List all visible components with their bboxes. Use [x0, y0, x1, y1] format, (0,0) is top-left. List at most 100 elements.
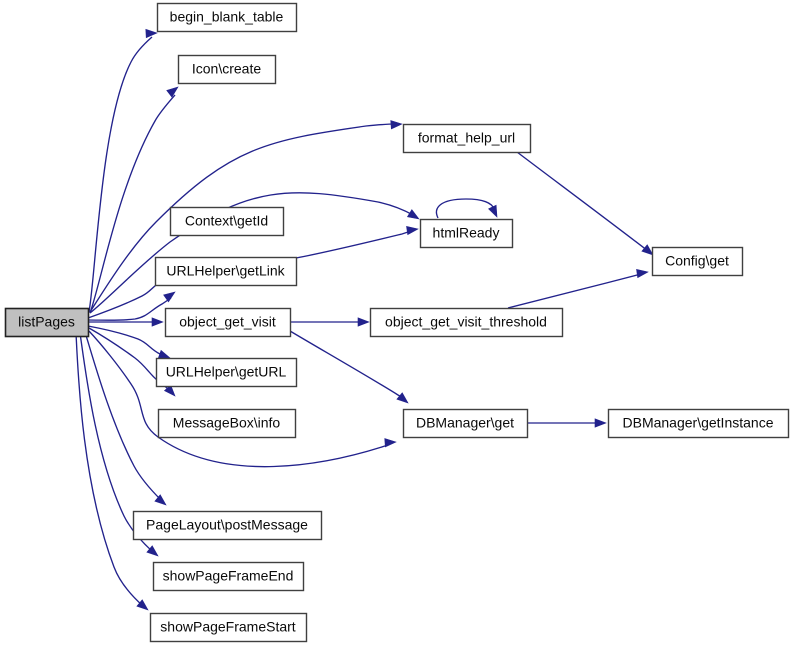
node-box[interactable] [369, 307, 564, 338]
edge-listPages-to-DBManager_get [88, 330, 397, 468]
arrow-head-icon [406, 226, 419, 236]
node-label: URLHelper\getURL [166, 364, 287, 380]
edge-line [295, 230, 412, 259]
node-Context_getId[interactable]: Context\getId [169, 206, 285, 237]
edge-line [88, 327, 172, 392]
node-htmlReady[interactable]: htmlReady [419, 218, 514, 249]
arrow-head-icon [641, 244, 654, 256]
node-label: URLHelper\getLink [166, 263, 285, 279]
node-box[interactable] [132, 510, 323, 541]
node-box[interactable] [164, 307, 292, 338]
edge-URLHelper_getLink-to-htmlReady [295, 226, 419, 259]
node-Icon_create[interactable]: Icon\create [177, 54, 277, 85]
edge-line [84, 331, 162, 501]
node-showPageFrameEnd[interactable]: showPageFrameEnd [152, 561, 305, 592]
node-begin_blank_table[interactable]: begin_blank_table [156, 2, 298, 33]
node-label: Config\get [665, 253, 729, 269]
node-box[interactable] [402, 408, 529, 439]
arrow-head-icon [151, 317, 164, 327]
node-box[interactable] [156, 2, 298, 33]
edge-listPages-to-URLHelper_getLink [87, 291, 176, 321]
node-label: object_get_visit [179, 314, 276, 330]
edge-line [516, 151, 649, 252]
arrow-head-icon [145, 28, 158, 39]
node-label: format_help_url [418, 130, 515, 146]
node-object_get_visit[interactable]: object_get_visit [164, 307, 292, 338]
edge-object_get_visit-to-object_get_visit_threshold [290, 317, 370, 327]
node-URLHelper_getLink[interactable]: URLHelper\getLink [154, 256, 298, 287]
node-box[interactable] [154, 256, 298, 287]
edge-line [89, 123, 397, 313]
node-PageLayout_postMessage[interactable]: PageLayout\postMessage [132, 510, 323, 541]
arrow-head-icon [154, 494, 167, 506]
arrow-head-icon [488, 204, 498, 218]
node-label: Context\getId [185, 213, 268, 229]
edge-line [87, 297, 172, 321]
node-label: showPageFrameEnd [163, 568, 294, 584]
edge-listPages-to-object_get_visit [88, 317, 164, 327]
arrow-head-icon [594, 418, 607, 428]
edge-line [89, 94, 176, 314]
edge-line [289, 330, 404, 399]
node-label: PageLayout\postMessage [146, 517, 308, 533]
edge-line [75, 332, 144, 607]
arrow-head-icon [146, 545, 159, 557]
node-box[interactable] [607, 408, 790, 439]
edge-listPages-to-PageLayout_postMessage [84, 331, 167, 506]
node-box[interactable] [419, 218, 514, 249]
arrow-head-icon [384, 438, 397, 448]
edge-listPages-to-Icon_create [89, 86, 179, 314]
edge-line [88, 36, 153, 313]
node-box[interactable] [4, 307, 90, 338]
arrow-head-icon [163, 291, 176, 303]
edge-listPages-to-htmlReady [89, 192, 420, 314]
edge-listPages-to-format_help_url [89, 120, 403, 313]
node-format_help_url[interactable]: format_help_url [402, 123, 532, 154]
node-box[interactable] [152, 561, 305, 592]
arrow-head-icon [636, 269, 649, 279]
node-listPages[interactable]: listPages [4, 307, 90, 338]
node-box[interactable] [169, 206, 285, 237]
edge-format_help_url-to-Config_get [516, 151, 654, 256]
edge-line [88, 330, 389, 468]
node-MessageBox_info[interactable]: MessageBox\info [157, 408, 297, 439]
node-label: DBManager\get [416, 415, 514, 431]
edge-object_get_visit_threshold-to-Config_get [507, 269, 649, 309]
node-box[interactable] [402, 123, 532, 154]
arrow-head-icon [357, 317, 370, 327]
node-label: Icon\create [192, 61, 261, 77]
edge-line [507, 273, 642, 309]
arrow-head-icon [163, 384, 176, 397]
arrow-head-icon [136, 599, 149, 611]
arrow-head-icon [396, 392, 409, 404]
node-box[interactable] [651, 246, 744, 277]
node-label: begin_blank_table [170, 9, 284, 25]
edge-object_get_visit-to-DBManager_get [289, 330, 409, 404]
node-DBManager_getInstance[interactable]: DBManager\getInstance [607, 408, 790, 439]
node-DBManager_get[interactable]: DBManager\get [402, 408, 529, 439]
node-box[interactable] [155, 357, 298, 388]
arrow-head-icon [166, 86, 179, 98]
node-box[interactable] [149, 612, 308, 643]
edge-line [89, 192, 414, 314]
edge-DBManager_get-to-DBManager_getInstance [527, 418, 607, 428]
edge-listPages-to-showPageFrameStart [75, 332, 149, 611]
node-label: object_get_visit_threshold [385, 314, 547, 330]
node-label: MessageBox\info [173, 415, 281, 431]
arrow-head-icon [390, 120, 403, 130]
node-box[interactable] [177, 54, 277, 85]
arrow-head-icon [157, 349, 171, 359]
node-label: showPageFrameStart [160, 619, 296, 635]
edge-listPages-to-begin_blank_table [88, 28, 158, 313]
node-object_get_visit_threshold[interactable]: object_get_visit_threshold [369, 307, 564, 338]
node-Config_get[interactable]: Config\get [651, 246, 744, 277]
node-URLHelper_getURL[interactable]: URLHelper\getURL [155, 357, 298, 388]
node-box[interactable] [157, 408, 297, 439]
node-showPageFrameStart[interactable]: showPageFrameStart [149, 612, 308, 643]
edge-line [435, 198, 495, 219]
edge-listPages-to-MessageBox_info [88, 327, 176, 397]
node-label: htmlReady [433, 225, 500, 241]
node-label: DBManager\getInstance [623, 415, 774, 431]
